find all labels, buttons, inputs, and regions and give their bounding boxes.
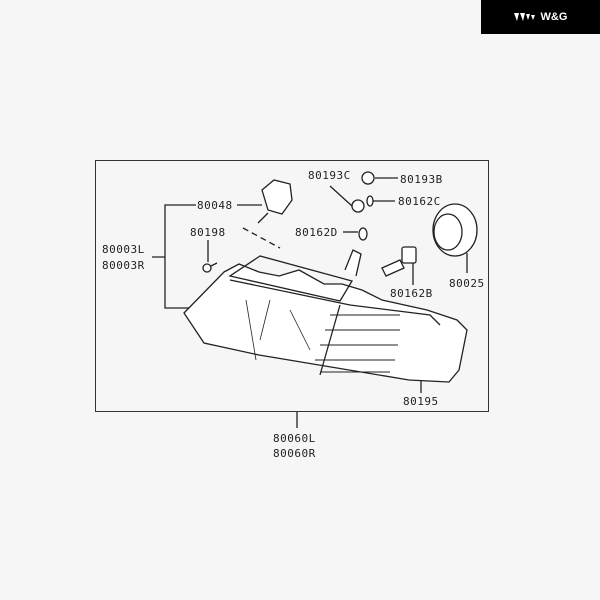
label-80003R: 80003R bbox=[102, 259, 145, 272]
bulb-80162C bbox=[366, 195, 374, 207]
label-80193C: 80193C bbox=[308, 169, 351, 182]
screw-80198 bbox=[202, 262, 218, 273]
label-80003L: 80003L bbox=[102, 243, 145, 256]
label-80060R: 80060R bbox=[273, 447, 316, 460]
label-80198: 80198 bbox=[190, 226, 226, 239]
headlight-housing bbox=[183, 249, 468, 383]
cap-80193B bbox=[361, 171, 375, 185]
label-80060L: 80060L bbox=[273, 432, 316, 445]
bulb-80162B bbox=[381, 246, 417, 277]
bulb-80162D bbox=[358, 227, 368, 241]
leader-80193C bbox=[329, 185, 353, 207]
label-80162D: 80162D bbox=[295, 226, 338, 239]
socket-80193C bbox=[351, 199, 365, 213]
dust-cap-80025 bbox=[432, 203, 478, 257]
brand-name: W&G bbox=[540, 11, 568, 23]
assembly-bracket bbox=[152, 204, 210, 309]
socket-80048 bbox=[257, 179, 293, 224]
label-80025: 80025 bbox=[449, 277, 485, 290]
brand-mark-icon bbox=[513, 13, 535, 21]
label-80162B: 80162B bbox=[390, 287, 433, 300]
label-80195: 80195 bbox=[403, 395, 439, 408]
label-80162C: 80162C bbox=[398, 195, 441, 208]
diagram-frame bbox=[95, 160, 489, 412]
label-80048: 80048 bbox=[197, 199, 233, 212]
brand-logo: W&G bbox=[481, 0, 600, 34]
label-80193B: 80193B bbox=[400, 173, 443, 186]
dashed-leader bbox=[242, 227, 281, 249]
